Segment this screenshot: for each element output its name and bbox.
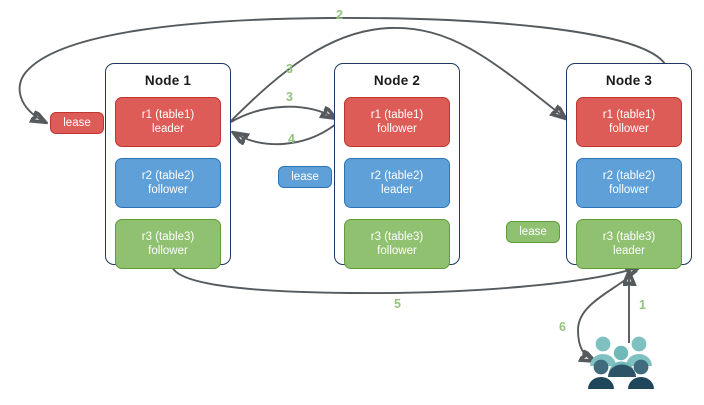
lease-chip-green[interactable]: lease [506, 221, 560, 243]
replica-r3[interactable]: r3 (table3) follower [115, 219, 221, 269]
replica-name: r1 (table1) [602, 109, 656, 121]
arrow-label-1: 1 [639, 298, 646, 312]
replica-list: r1 (table1) follower r2 (table2) followe… [576, 97, 682, 280]
replica-name: r1 (table1) [370, 109, 424, 121]
replica-r1[interactable]: r1 (table1) leader [115, 97, 221, 147]
arrow-label-4: 4 [288, 132, 295, 146]
node-card-1[interactable]: Node 1 r1 (table1) leader r2 (table2) fo… [105, 63, 231, 269]
node-title: Node 3 [605, 73, 653, 88]
replica-r3[interactable]: r3 (table3) follower [344, 219, 450, 269]
lease-chip-red[interactable]: lease [50, 112, 104, 134]
node-title: Node 1 [144, 73, 192, 88]
arrow-label-3-short: 3 [286, 90, 293, 104]
replica-list: r1 (table1) follower r2 (table2) leader … [344, 97, 450, 280]
replica-name: r3 (table3) [141, 231, 195, 243]
node-card-2[interactable]: Node 2 r1 (table1) follower r2 (table2) … [334, 63, 460, 269]
replica-r2[interactable]: r2 (table2) follower [115, 158, 221, 208]
replica-role: follower [609, 123, 649, 135]
replica-role: follower [148, 184, 188, 196]
replica-name: r3 (table3) [602, 231, 656, 243]
replica-name: r2 (table2) [602, 170, 656, 182]
node-title: Node 2 [373, 73, 421, 88]
arrow-label-2: 2 [336, 8, 343, 22]
arrow-label-3-long: 3 [286, 62, 293, 76]
replica-role: follower [377, 123, 417, 135]
replica-r1[interactable]: r1 (table1) follower [344, 97, 450, 147]
arrow-label-5: 5 [394, 297, 401, 311]
replica-r3[interactable]: r3 (table3) leader [576, 219, 682, 269]
replica-name: r2 (table2) [370, 170, 424, 182]
replica-r1[interactable]: r1 (table1) follower [576, 97, 682, 147]
arrow-step-4 [234, 123, 337, 144]
replica-role: follower [377, 245, 417, 257]
replica-role: follower [148, 245, 188, 257]
arrow-step-3-short [230, 105, 335, 123]
replica-role: leader [381, 184, 413, 196]
node-card-3[interactable]: Node 3 r1 (table1) follower r2 (table2) … [566, 63, 692, 269]
replica-r2[interactable]: r2 (table2) leader [344, 158, 450, 208]
arrow-label-6: 6 [559, 320, 566, 334]
lease-chip-blue[interactable]: lease [278, 166, 332, 188]
replica-name: r1 (table1) [141, 109, 195, 121]
replica-role: leader [152, 123, 184, 135]
arrow-step-6 [578, 270, 638, 361]
replica-name: r2 (table2) [141, 170, 195, 182]
arrow-step-3-long [230, 27, 565, 122]
replica-role: leader [613, 245, 645, 257]
arrow-step-5 [171, 266, 639, 295]
arrow-step-2 [18, 16, 666, 122]
replica-list: r1 (table1) leader r2 (table2) follower … [115, 97, 221, 280]
replica-name: r3 (table3) [370, 231, 424, 243]
replica-role: follower [609, 184, 649, 196]
replica-r2[interactable]: r2 (table2) follower [576, 158, 682, 208]
